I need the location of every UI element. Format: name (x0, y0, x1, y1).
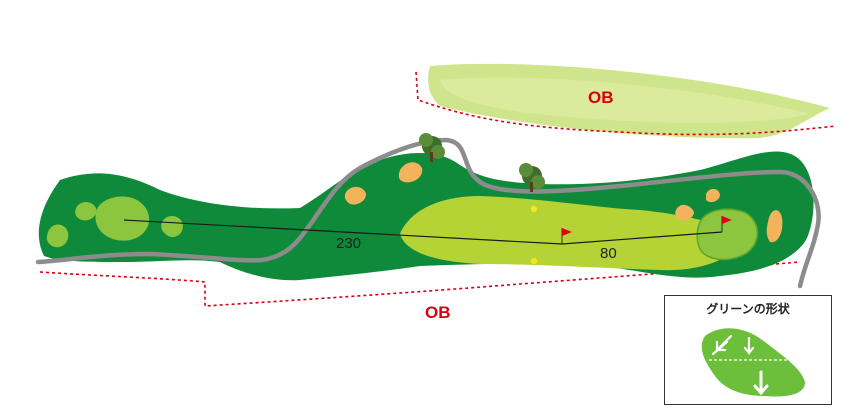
distance-to-green-label: 80 (600, 245, 617, 262)
tee-box-mid (161, 216, 183, 238)
ob-line-bottom (39, 261, 801, 307)
tee-box-forward (75, 202, 97, 221)
ob-zone-top-inner (440, 77, 810, 123)
green-shape-outline (701, 328, 805, 397)
cart-path (35, 137, 821, 289)
landing-flag-icon (561, 228, 572, 244)
tee-box-front (46, 224, 69, 248)
bunker-green-right (766, 210, 783, 243)
bunker-left-2 (344, 186, 366, 205)
fairway (400, 196, 740, 271)
tree-icon (519, 163, 545, 192)
slope-arrow-icon (711, 334, 733, 356)
ob-label-bottom: OB (425, 303, 451, 322)
bunker-left-1 (398, 162, 423, 183)
bunker-green-top (706, 188, 720, 203)
tree-icon (419, 133, 445, 162)
tee-box-back (95, 196, 150, 241)
yardage-marker-top (530, 205, 538, 213)
putting-green (696, 208, 758, 261)
green-shape-title: グリーンの形状 (706, 302, 790, 316)
ob-line-top (415, 71, 837, 136)
yardage-marker-bottom (530, 257, 538, 265)
green-shape-panel: グリーンの形状 (664, 295, 832, 405)
pin-flag-icon (721, 216, 732, 232)
distance-from-tee-label: 230 (336, 235, 361, 252)
bunker-green-left (675, 204, 694, 221)
green-shape-diagram (701, 328, 805, 397)
slope-arrow-icon (753, 370, 769, 396)
slope-arrow-icon (743, 336, 755, 355)
ob-label-top: OB (588, 88, 614, 107)
